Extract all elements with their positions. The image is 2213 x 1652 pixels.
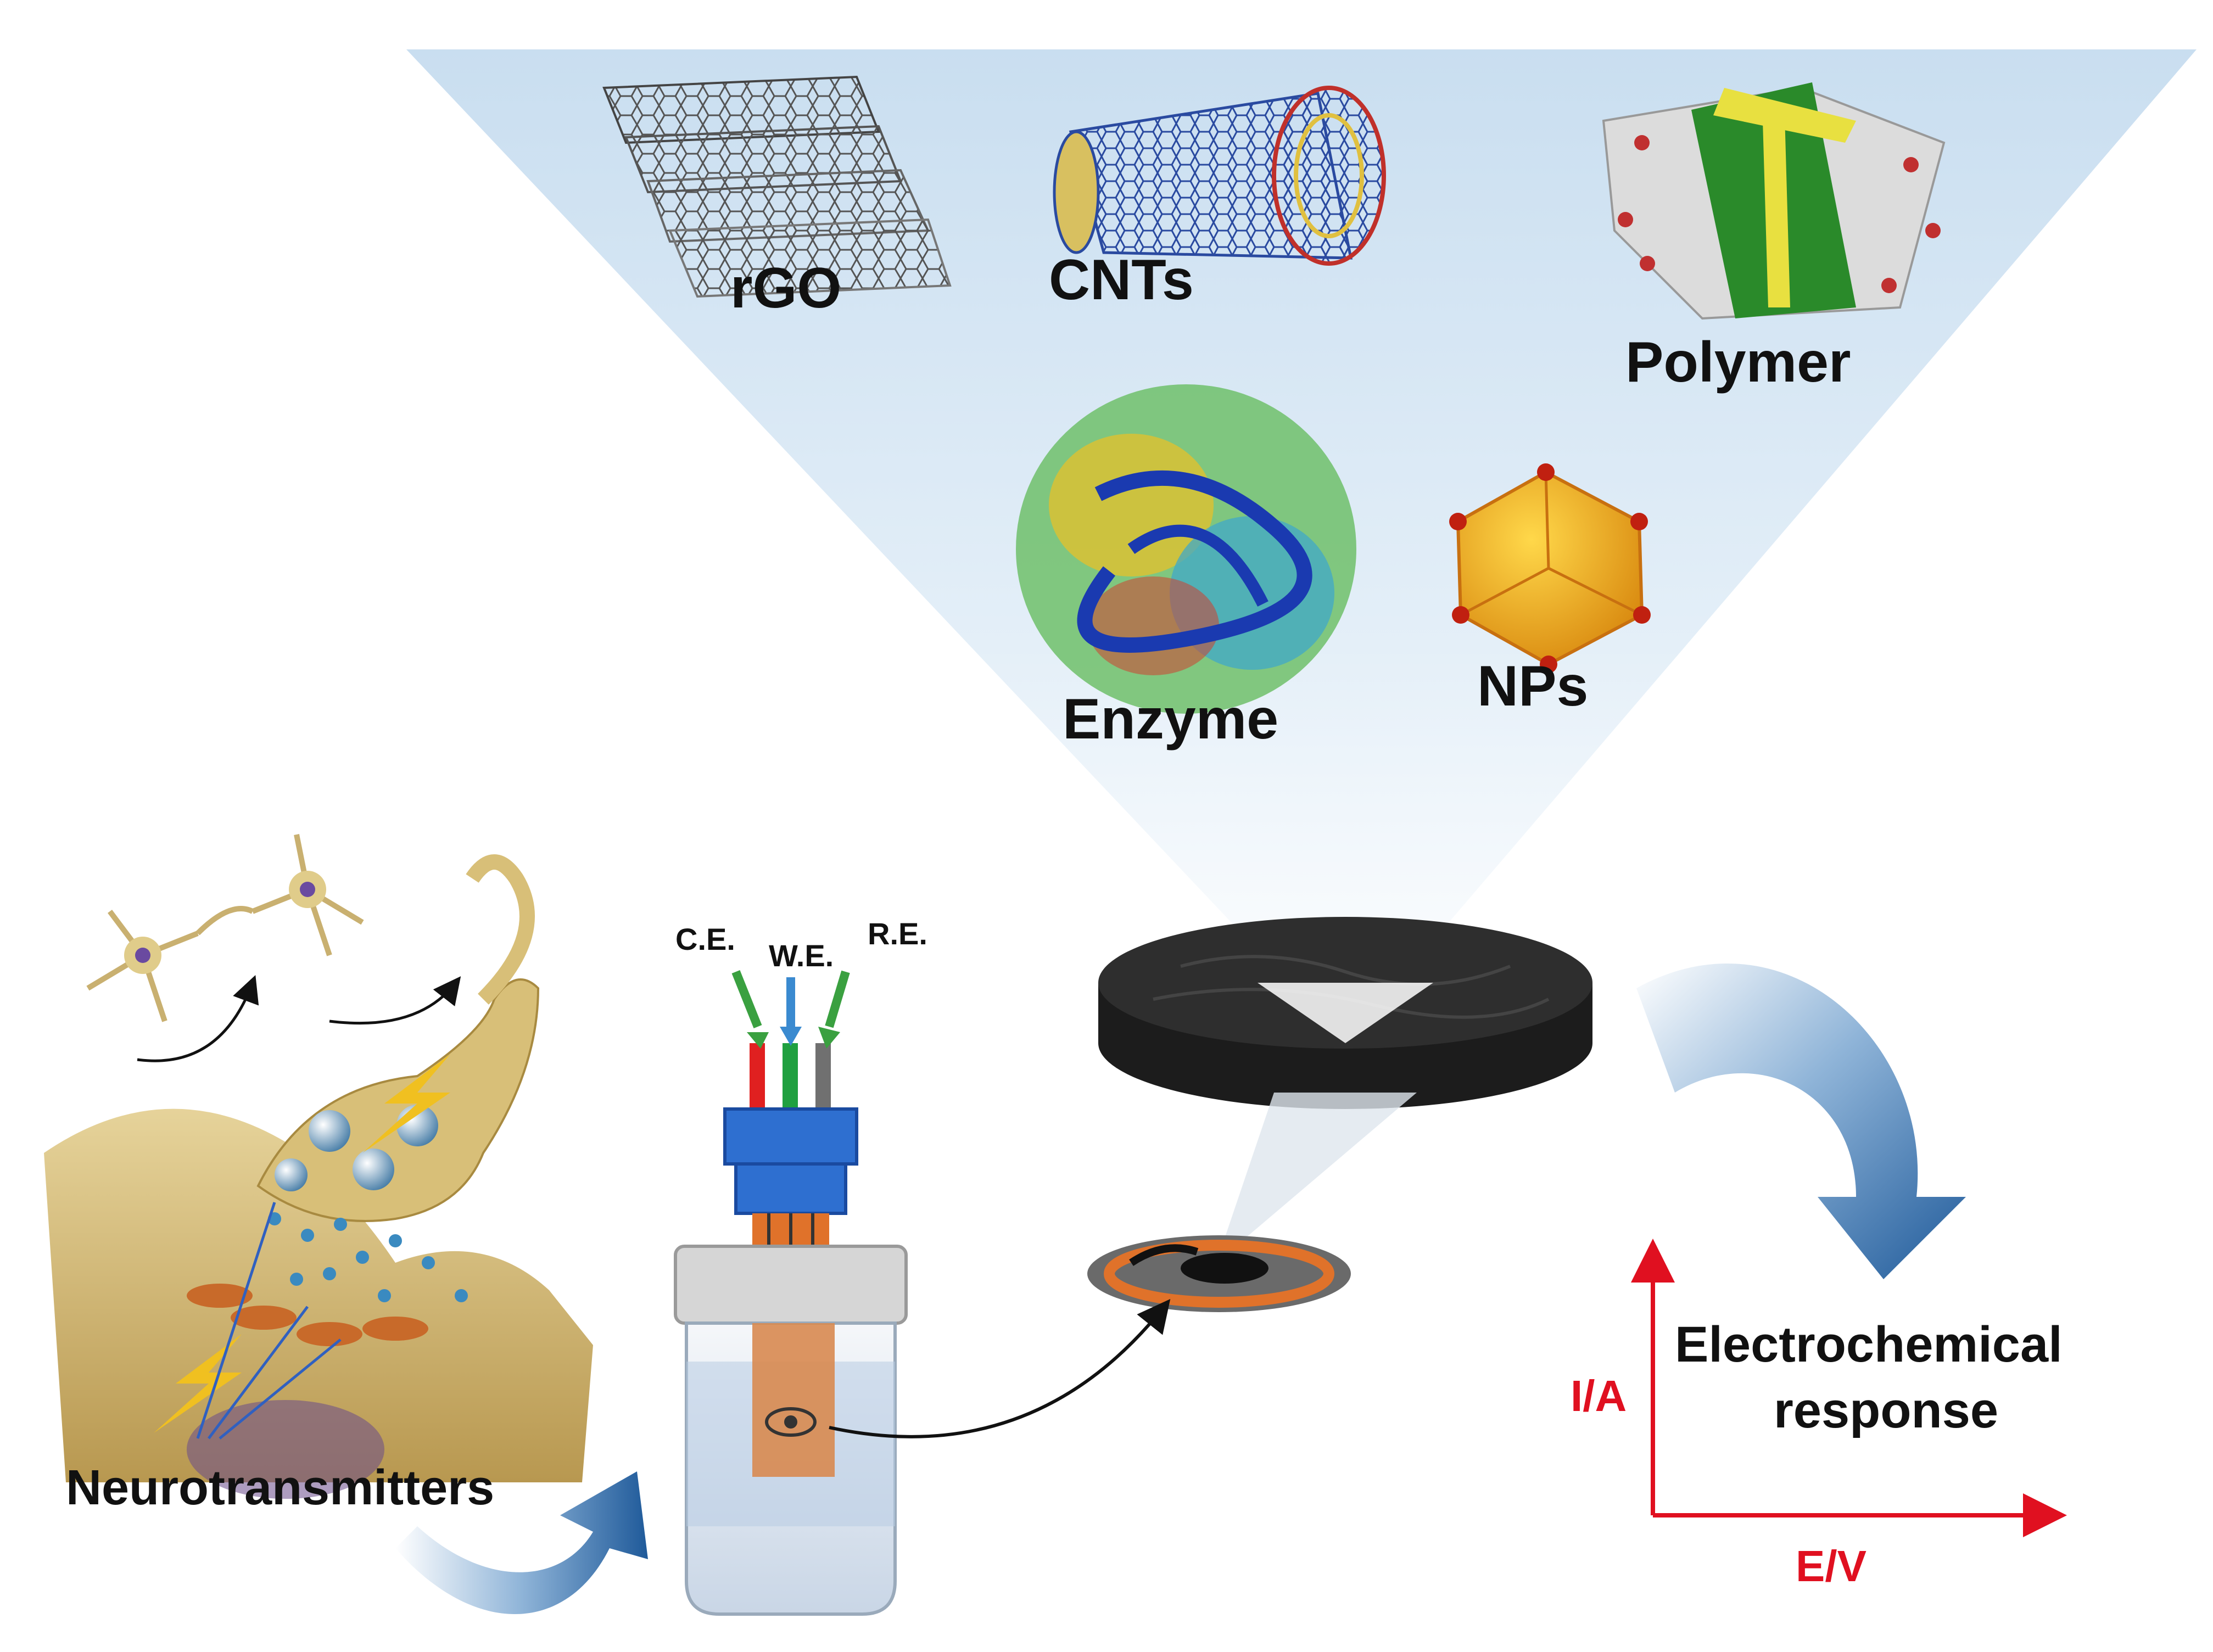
neurotransmitters-label: Neurotransmitters	[66, 1460, 494, 1515]
zoom-arrow	[829, 1298, 1171, 1438]
wire-ce	[750, 1043, 765, 1115]
synapse-illustration	[44, 834, 593, 1499]
zoom-cone	[1216, 1093, 1417, 1263]
re-label: R.E.	[868, 916, 927, 951]
response-graph	[1631, 1239, 2067, 1537]
lightning-bolt-icon	[362, 1054, 450, 1153]
electrochemical-cell	[674, 1043, 908, 1616]
ce-label: C.E.	[675, 922, 735, 956]
ce-arrow-icon	[731, 970, 762, 1028]
flow-arrow-to-response	[1636, 963, 1966, 1279]
nps-label: NPs	[1477, 654, 1588, 718]
printed-electrode-icon	[1087, 1235, 1351, 1312]
cnt-tube-icon	[1053, 86, 1386, 266]
cnts-label: CNTs	[1049, 248, 1194, 312]
x-axis-label: E/V	[1796, 1542, 1866, 1591]
neuron-cells-icon	[86, 834, 364, 1022]
lightning-bolt-icon	[154, 1334, 242, 1433]
enzyme-protein-icon	[1016, 384, 1356, 714]
re-arrow-icon	[825, 970, 850, 1028]
graph-title-line2: response	[1774, 1382, 1998, 1438]
enzyme-label: Enzyme	[1063, 687, 1278, 751]
polymer-label: Polymer	[1625, 331, 1851, 394]
flow-arrow-to-cell	[395, 1471, 648, 1614]
graph-title-line1: Electrochemical	[1675, 1317, 2063, 1373]
we-label: W.E.	[769, 938, 834, 973]
nanoparticle-icon	[1449, 463, 1651, 673]
cone-tip	[1258, 983, 1433, 1043]
wire-re	[815, 1043, 831, 1115]
polymer-structure-icon	[1602, 82, 1946, 320]
neurotransmitter-dots-icon	[268, 1212, 468, 1302]
y-axis-label: I/A	[1571, 1371, 1627, 1420]
rgo-sheets-icon	[602, 75, 952, 298]
rgo-label: rGO	[730, 256, 841, 320]
wire-we	[783, 1043, 798, 1115]
